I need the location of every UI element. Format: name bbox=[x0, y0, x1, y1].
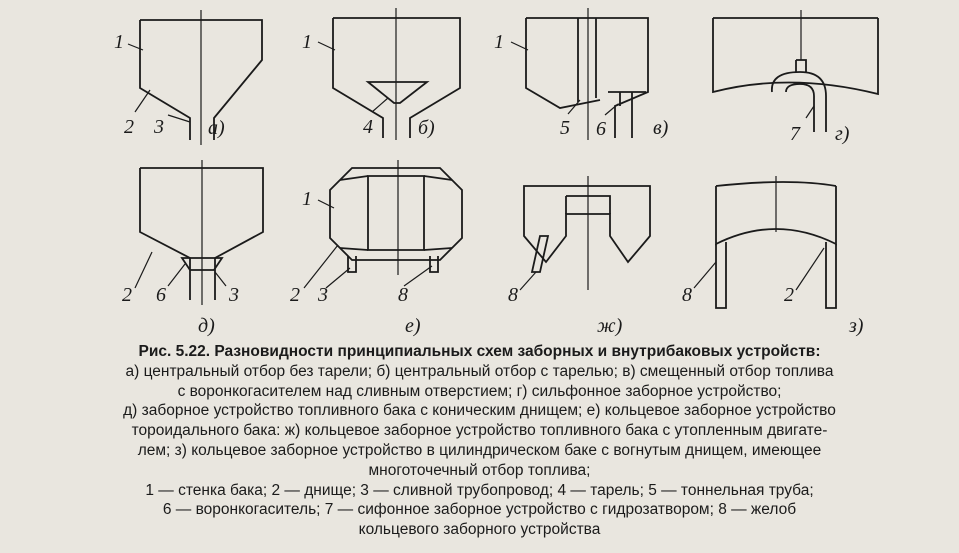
sublabel-zh: ж) bbox=[597, 315, 623, 337]
label-e-2: 2 bbox=[290, 284, 300, 306]
subfigure-v: 1 5 6 в) bbox=[494, 8, 669, 140]
label-d-2: 2 bbox=[122, 284, 132, 306]
subfigure-z: 8 2 з) bbox=[682, 176, 864, 337]
caption-line-7: 1 — стенка бака; 2 — днище; 3 — сливной … bbox=[145, 481, 814, 499]
caption-line-9: кольцевого заборного устройства bbox=[358, 521, 601, 539]
label-a-3: 3 bbox=[153, 116, 164, 138]
label-z-2: 2 bbox=[784, 284, 794, 306]
caption-label: Рис. 5.22. bbox=[138, 343, 211, 360]
label-d-6: 6 bbox=[156, 284, 166, 306]
caption-line-3: д) заборное устройство топливного бака с… bbox=[123, 402, 836, 420]
sublabel-v: в) bbox=[653, 117, 669, 139]
caption-line-2: с воронкогасителем над сливным отверстие… bbox=[177, 382, 782, 400]
label-v-1: 1 bbox=[494, 31, 504, 53]
subfigure-zh: 8 ж) bbox=[508, 176, 651, 337]
sublabel-b: б) bbox=[418, 117, 435, 139]
sublabel-g: г) bbox=[835, 123, 850, 145]
figure-caption: Рис. 5.22. Разновидности принципиальных … bbox=[10, 342, 949, 540]
caption-line-6: многоточечный отбор топлива; bbox=[368, 461, 591, 479]
sublabel-a: а) bbox=[208, 117, 225, 139]
label-a-2: 2 bbox=[124, 116, 134, 138]
label-b-1: 1 bbox=[302, 31, 312, 53]
label-e-8: 8 bbox=[398, 284, 408, 306]
subfigure-b: 1 4 б) bbox=[302, 8, 461, 140]
subfigure-d: 2 6 3 д) bbox=[122, 160, 264, 337]
label-a-1: 1 bbox=[114, 31, 124, 53]
sublabel-d: д) bbox=[198, 315, 215, 337]
label-z-8: 8 bbox=[682, 284, 692, 306]
label-d-3: 3 bbox=[228, 284, 239, 306]
figure-panel: 1 2 3 а) 1 4 б) bbox=[114, 8, 879, 337]
caption-title-line: Рис. 5.22. Разновидности принципиальных … bbox=[10, 342, 949, 362]
figure-drawing: 1 2 3 а) 1 4 б) bbox=[114, 8, 879, 337]
subfigure-a: 1 2 3 а) bbox=[114, 10, 263, 145]
label-zh-8: 8 bbox=[508, 284, 518, 306]
caption-title: Разновидности принципиальных схем заборн… bbox=[214, 343, 821, 360]
subfigure-g: 7 г) bbox=[712, 10, 879, 145]
caption-line-4: тороидального бака: ж) кольцевое заборно… bbox=[131, 422, 828, 440]
label-v-5: 5 bbox=[560, 117, 570, 139]
caption-line-1: а) центральный отбор без тарели; б) цент… bbox=[125, 362, 834, 380]
subfigure-e: 1 2 3 8 е) bbox=[290, 160, 463, 337]
label-v-6: 6 bbox=[596, 118, 606, 140]
label-g-7: 7 bbox=[790, 123, 801, 145]
label-e-1: 1 bbox=[302, 188, 312, 210]
caption-line-8: 6 — воронкогаситель; 7 — сифонное заборн… bbox=[162, 501, 797, 519]
label-b-4: 4 bbox=[363, 116, 373, 138]
caption-line-5: лем; з) кольцевое заборное устройство в … bbox=[137, 441, 822, 459]
sublabel-e: е) bbox=[405, 315, 421, 337]
label-e-3: 3 bbox=[317, 284, 328, 306]
sublabel-z: з) bbox=[848, 315, 864, 337]
